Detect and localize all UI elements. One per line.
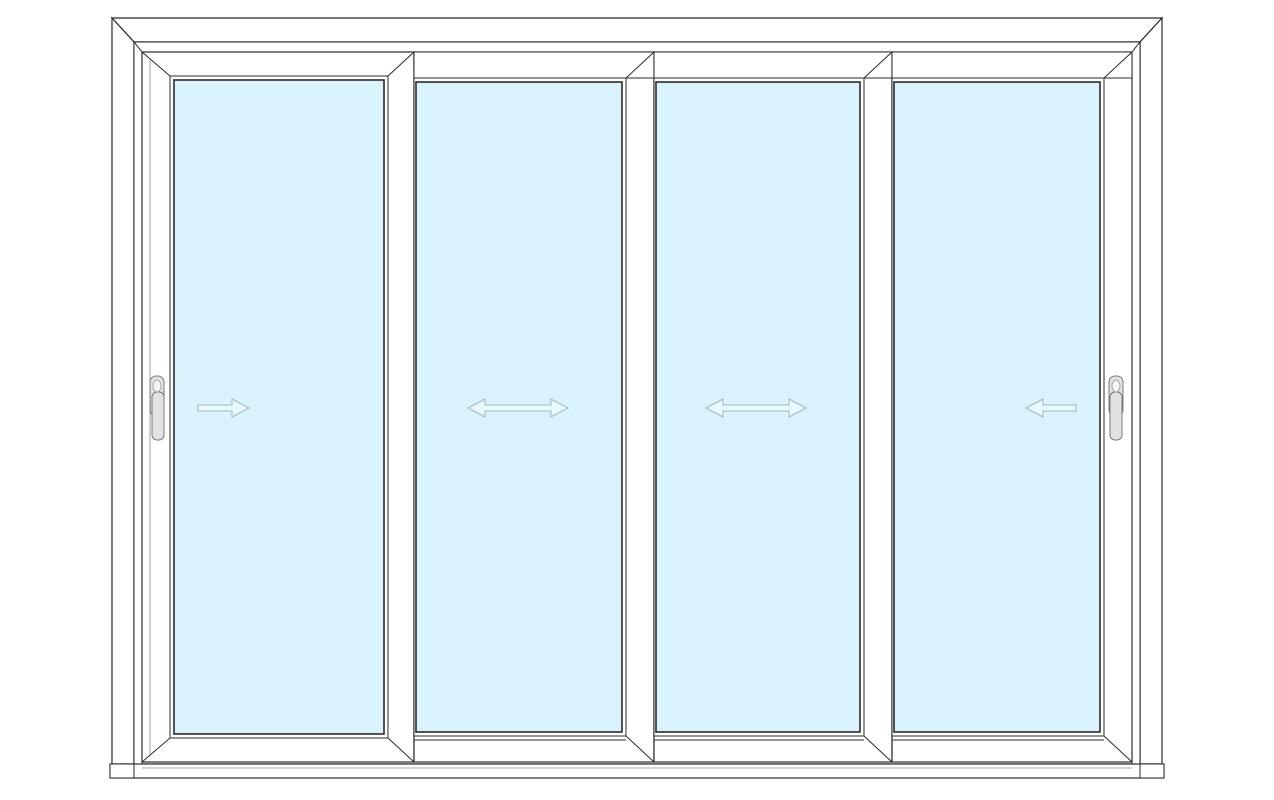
panel-2-bevel-tr bbox=[625, 51, 655, 79]
outer-casing bbox=[110, 16, 1164, 765]
casing-top-trim bbox=[110, 17, 1164, 43]
double-arrow-icon bbox=[704, 398, 808, 418]
panel-1-bevel-br bbox=[387, 737, 415, 763]
direction-arrows bbox=[197, 398, 1077, 418]
panel-4-bevel-tr bbox=[1103, 51, 1133, 79]
panel-4-bevel-br bbox=[1103, 735, 1133, 763]
panel-2-top-rail bbox=[413, 51, 655, 79]
panel-3-bevel-br bbox=[863, 735, 893, 763]
threshold-sill bbox=[109, 763, 1165, 779]
panel-2-bevel-br bbox=[625, 735, 655, 763]
panel-1 bbox=[141, 51, 415, 763]
panel-1-bevel-tr bbox=[387, 51, 415, 77]
panel-1-bevel-bl bbox=[141, 737, 171, 763]
double-arrow-icon bbox=[466, 398, 570, 418]
frame-top-reveal bbox=[132, 41, 1142, 53]
arrow-right-icon bbox=[197, 398, 251, 418]
casing-right-trim bbox=[1139, 16, 1163, 765]
left-handle-icon[interactable] bbox=[149, 375, 165, 441]
sill-right-nose bbox=[1139, 763, 1165, 779]
panel-4-top-rail bbox=[891, 51, 1133, 79]
frame-right-reveal bbox=[1131, 40, 1141, 765]
panel-1-bevel-tl bbox=[141, 51, 171, 77]
sill-body bbox=[109, 763, 1165, 779]
panel-3-bevel-tr bbox=[863, 51, 893, 79]
sill-left-nose bbox=[109, 763, 135, 779]
right-handle-icon[interactable] bbox=[1108, 375, 1124, 441]
frame-left-reveal bbox=[133, 40, 143, 765]
panel-3-top-rail bbox=[653, 51, 893, 79]
casing-left-trim bbox=[111, 16, 135, 765]
arrow-left-icon bbox=[1024, 398, 1077, 418]
panel-4 bbox=[891, 51, 1133, 763]
